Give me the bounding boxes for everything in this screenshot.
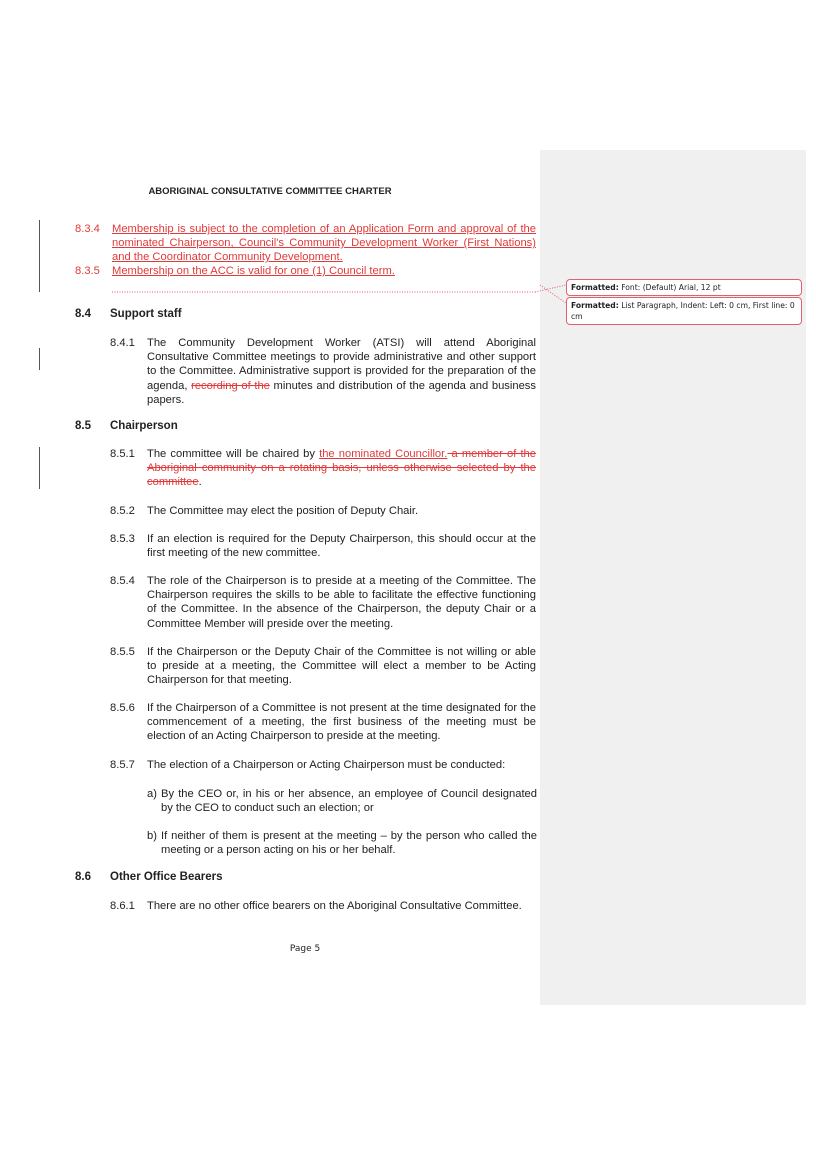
heading-8-5: Chairperson [110, 420, 178, 432]
heading-8-6-number: 8.6 [75, 871, 91, 883]
change-bar [39, 348, 40, 370]
clause-8-3-4: 8.3.4 Membership is subject to the compl… [75, 223, 536, 264]
clause-8-5-7-a: a)By the CEO or, in his or her absence, … [147, 788, 537, 815]
clause-8-3-5: 8.3.5 Membership on the ACC is valid for… [75, 265, 395, 277]
clause-8-5-7-b: b)If neither of them is present at the m… [147, 830, 537, 857]
comment-balloon[interactable]: Formatted: Font: (Default) Arial, 12 pt [566, 279, 802, 296]
heading-8-6: Other Office Bearers [110, 871, 223, 883]
change-bar [39, 220, 40, 292]
clause-8-5-1: 8.5.1 The committee will be chaired by t… [110, 448, 536, 489]
heading-8-4-number: 8.4 [75, 308, 91, 320]
clause-8-4-1: 8.4.1 The Community Development Worker (… [110, 337, 536, 406]
page-number: Page 5 [289, 944, 321, 954]
heading-8-4: Support staff [110, 308, 182, 320]
comment-balloon[interactable]: Formatted: List Paragraph, Indent: Left:… [566, 297, 802, 325]
page-header: ABORIGINAL CONSULTATIVE COMMITTEE CHARTE… [148, 186, 392, 197]
heading-8-5-number: 8.5 [75, 420, 91, 432]
comment-connector [112, 284, 567, 304]
change-bar [39, 447, 40, 489]
